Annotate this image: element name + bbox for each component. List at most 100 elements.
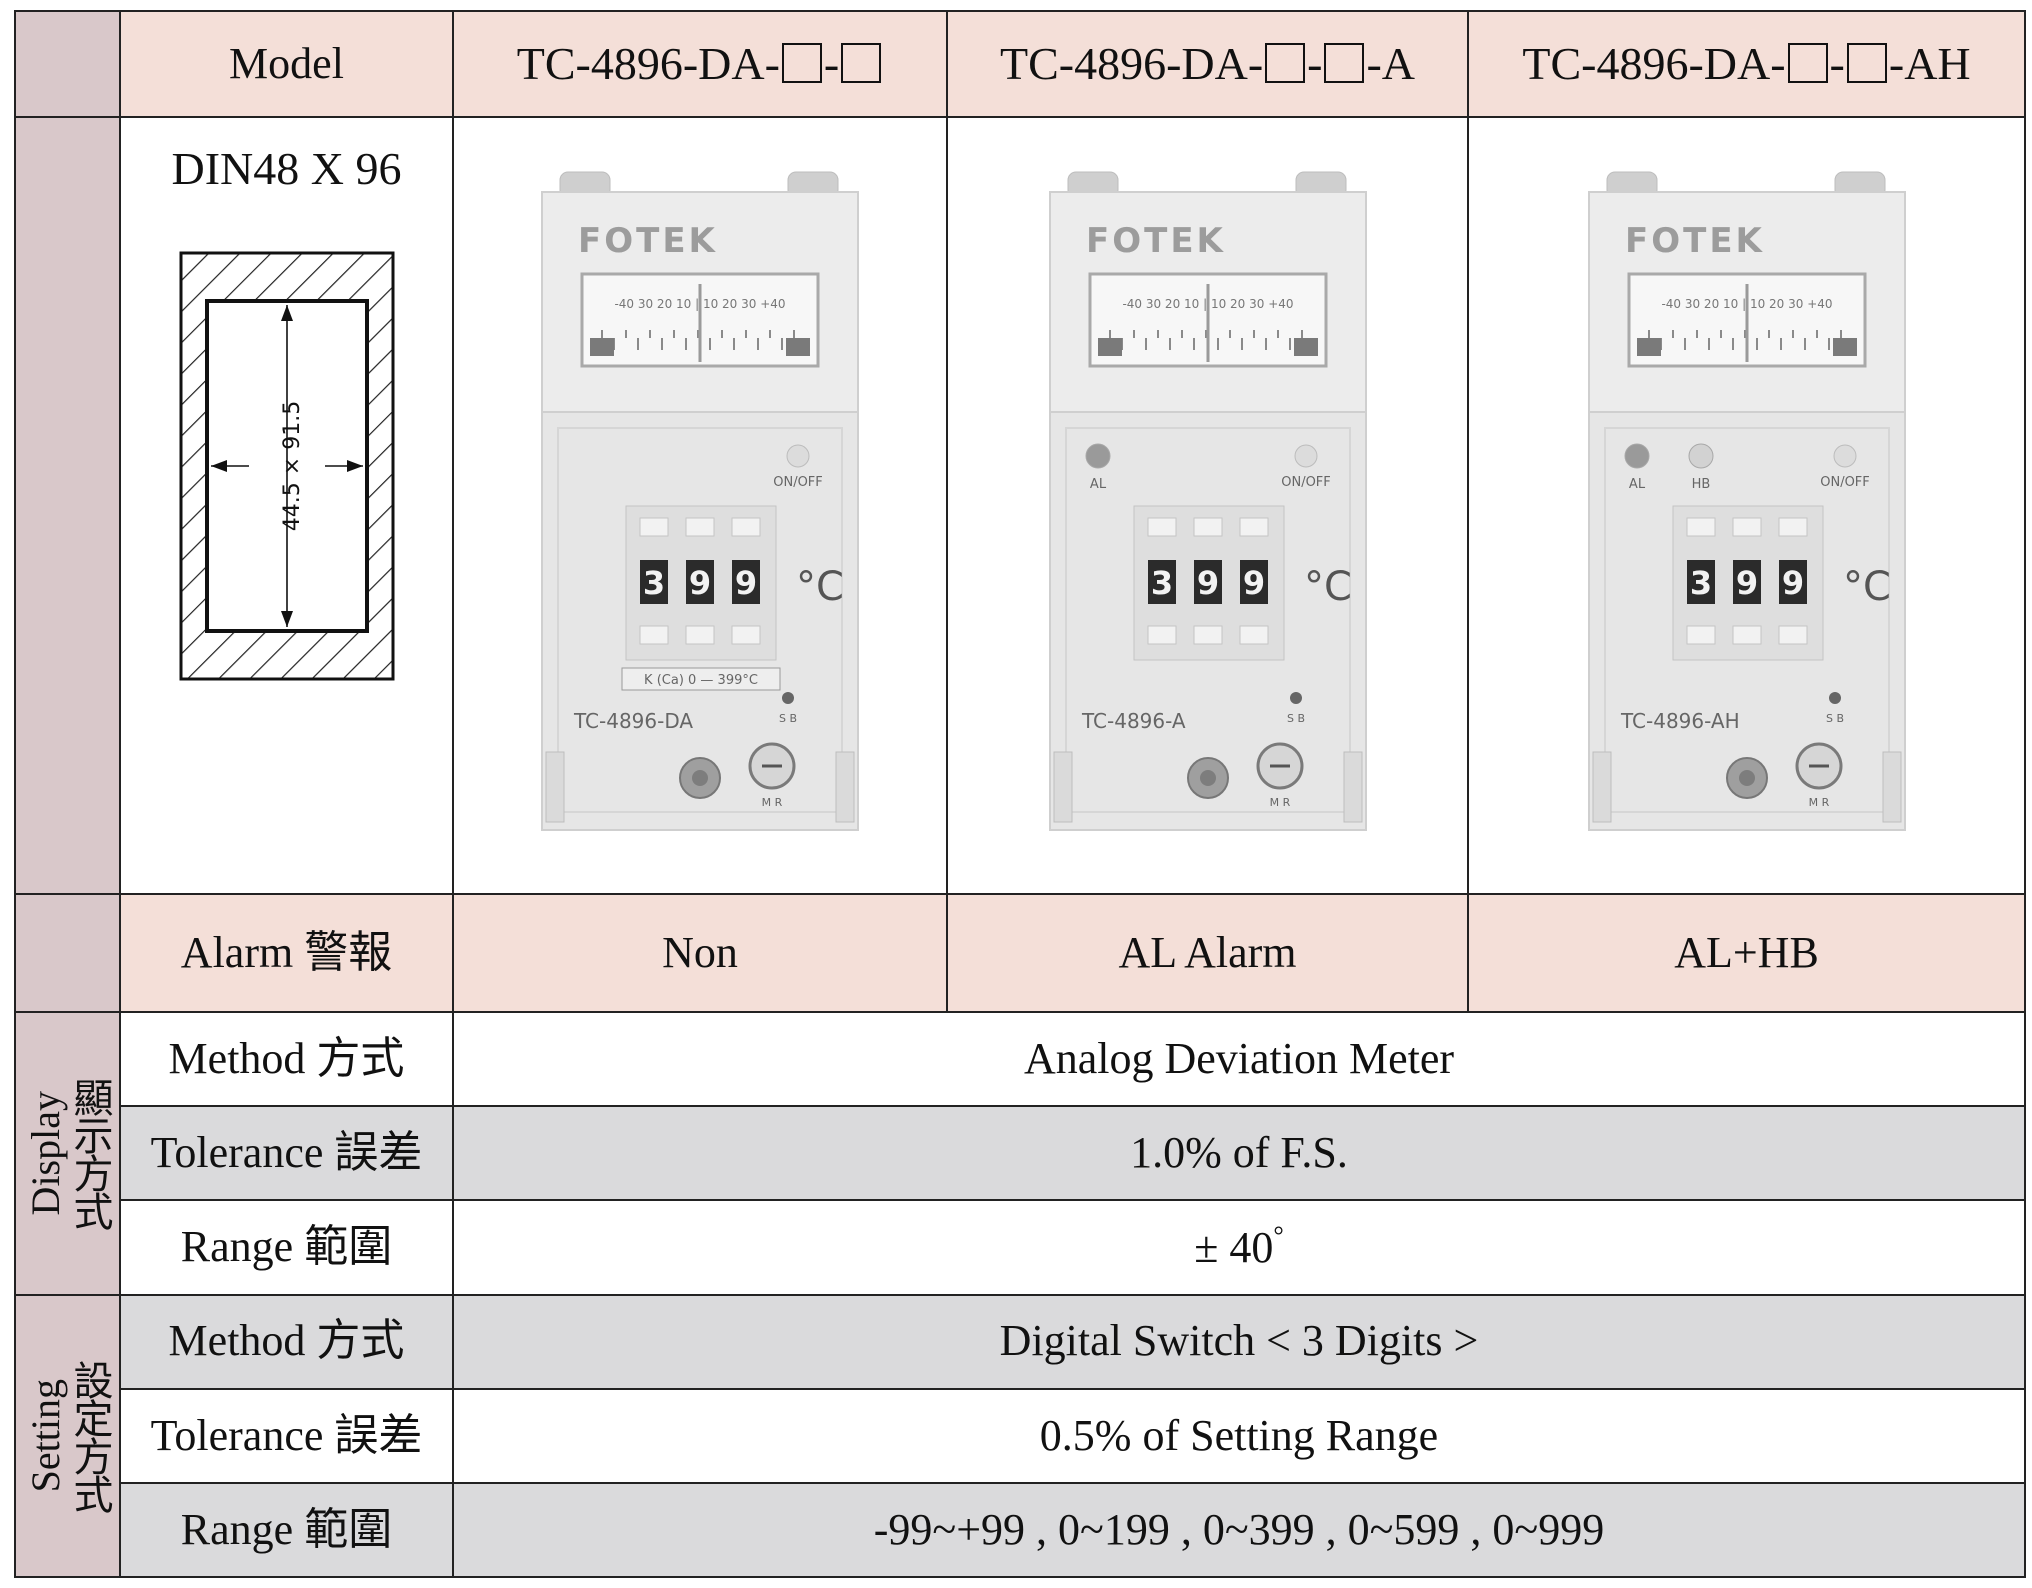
brand-logo: FOTEK <box>1086 221 1226 261</box>
model-prefix: TC-4896-DA- <box>1522 37 1786 89</box>
digit-value: 3 <box>1150 564 1172 602</box>
digit-value: 9 <box>735 564 757 602</box>
unit-label: °C <box>1843 564 1891 610</box>
model-row: Model TC-4896-DA-- TC-4896-DA---A TC-489… <box>14 9 2026 119</box>
onoff-lamp <box>786 444 810 468</box>
row-value: Analog Deviation Meter <box>452 1011 2026 1108</box>
digit-down-key <box>1147 625 1176 645</box>
digit-up-key <box>1193 517 1222 537</box>
digit-down-key <box>1732 625 1761 645</box>
display-tolerance-row: Tolerance 誤差 1.0% of F.S. <box>15 1105 2026 1202</box>
sb-led <box>782 691 794 704</box>
code-box <box>1846 42 1887 83</box>
model-print: TC-4896-DA <box>573 709 693 733</box>
panel-frame <box>557 426 843 813</box>
setting-group-zh: 設定方式 <box>67 1359 113 1512</box>
digit-window <box>732 559 760 604</box>
indicator-lamp <box>1085 443 1110 469</box>
digit-down-key <box>685 625 715 645</box>
code-box <box>841 42 882 83</box>
degree-symbol: ° <box>1273 1221 1284 1251</box>
setting-group-label: Setting 設定方式 <box>14 1293 121 1579</box>
code-box <box>1324 42 1365 83</box>
row-label: Tolerance 誤差 <box>119 1387 454 1484</box>
digit-value: 3 <box>643 564 665 602</box>
side-latch <box>835 751 855 823</box>
model-header-1: TC-4896-DA-- <box>452 9 948 119</box>
setting-group-en: Setting <box>22 1379 68 1493</box>
setting-range-row: Range 範圍 -99~+99 , 0~199 , 0~399 , 0~599… <box>15 1481 2026 1579</box>
row-label: Method 方式 <box>119 1293 454 1390</box>
row-label: Method 方式 <box>119 1011 454 1108</box>
model-suffix: -A <box>1366 37 1416 89</box>
model-sep: - <box>823 37 840 89</box>
row-value: 1.0% of F.S. <box>452 1105 2026 1202</box>
onoff-label: ON/OFF <box>773 475 823 490</box>
lamp-label: AL <box>1628 477 1645 492</box>
meter-block <box>786 337 810 356</box>
code-box <box>1265 42 1306 83</box>
range-plate <box>621 667 781 691</box>
digit-up-key <box>685 517 715 537</box>
digit-window <box>1147 559 1176 604</box>
digit-down-key <box>1239 625 1268 645</box>
indicator-lamp <box>1688 443 1713 469</box>
image-row-side <box>14 116 121 896</box>
display-group-zh: 顯示方式 <box>67 1077 113 1230</box>
onoff-label: ON/OFF <box>1820 475 1870 490</box>
row-value: -99~+99 , 0~199 , 0~399 , 0~599 , 0~999 <box>452 1481 2026 1579</box>
sb-led <box>1289 691 1302 704</box>
digit-up-key <box>1732 517 1761 537</box>
row-label: Range 範圍 <box>119 1199 454 1296</box>
digit-up-key <box>639 517 669 537</box>
digit-up-key <box>1147 517 1176 537</box>
panel-frame <box>1603 426 1890 813</box>
onoff-lamp <box>1833 444 1856 468</box>
model-prefix: TC-4896-DA- <box>516 37 780 89</box>
model-prefix: TC-4896-DA- <box>999 37 1264 89</box>
panel-cutout-diagram: 44.5 × 91.5 <box>179 251 394 681</box>
model-print: TC-4896-AH <box>1620 709 1740 733</box>
setting-tolerance-row: Tolerance 誤差 0.5% of Setting Range <box>15 1387 2026 1484</box>
onoff-lamp <box>1294 444 1317 468</box>
display-group-en: Display <box>22 1091 68 1216</box>
model-sep: - <box>1307 37 1323 89</box>
digit-down-key <box>639 625 669 645</box>
digit-value: 9 <box>1735 564 1757 602</box>
display-group-label: Display 顯示方式 <box>14 1011 121 1296</box>
model-label: Model <box>119 9 454 119</box>
digit-window <box>686 559 714 604</box>
brand-logo: FOTEK <box>1625 221 1765 261</box>
meter-block <box>590 337 614 356</box>
range-value: ± 40 <box>1194 1223 1274 1273</box>
digit-up-key <box>731 517 761 537</box>
alarm-row-side <box>14 893 121 1014</box>
brand-logo: FOTEK <box>578 221 718 261</box>
display-range-row: Range 範圍 ± 40° <box>15 1199 2026 1296</box>
digit-value: 9 <box>689 564 711 602</box>
side-latch <box>545 751 565 823</box>
digit-window <box>640 559 668 604</box>
range-plate-text: K (Ca) 0 — 399°C <box>644 673 758 688</box>
digit-down-key <box>1193 625 1222 645</box>
spec-table: Model TC-4896-DA-- TC-4896-DA---A TC-489… <box>14 9 2026 1579</box>
mr-label: M R <box>1808 796 1829 809</box>
meter-block <box>1097 337 1122 356</box>
row-value: 0.5% of Setting Range <box>452 1387 2026 1484</box>
lamp-label: AL <box>1089 477 1106 492</box>
digit-down-key <box>1778 625 1807 645</box>
lamp-label: HB <box>1691 477 1710 492</box>
digit-value: 9 <box>1781 564 1803 602</box>
sb-label: S B <box>1825 712 1843 725</box>
meter-block <box>1636 337 1661 356</box>
code-box <box>1787 42 1828 83</box>
onoff-label: ON/OFF <box>1281 475 1331 490</box>
sb-led <box>1828 691 1841 704</box>
row-value: ± 40° <box>452 1199 2026 1296</box>
model-sep: - <box>1829 37 1845 89</box>
row-label: Tolerance 誤差 <box>119 1105 454 1202</box>
side-latch <box>1343 751 1362 823</box>
